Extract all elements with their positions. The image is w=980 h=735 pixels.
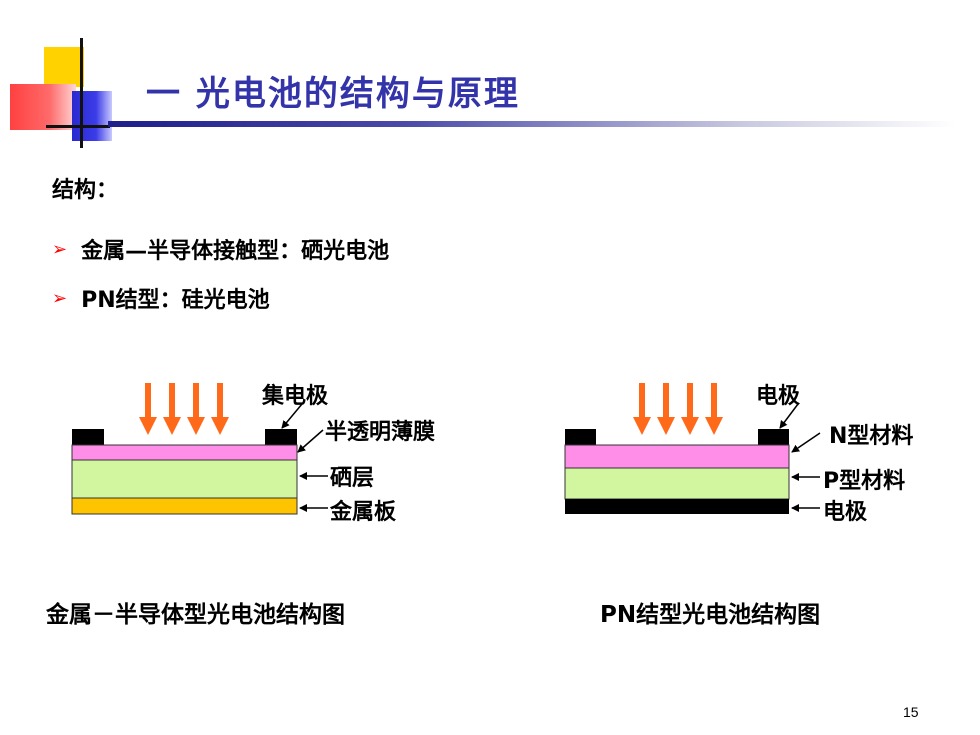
label-n-type-material: N型材料 — [829, 424, 914, 449]
right-electrode — [265, 429, 297, 445]
arrow-bullet-icon: ➢ — [52, 287, 68, 309]
right-diagram-left-electrode — [565, 429, 596, 445]
title-decoration-blue-block — [72, 91, 112, 141]
selenium-layer — [71, 459, 298, 499]
light-arrow-icon — [211, 383, 229, 435]
light-arrow-icon — [681, 383, 699, 435]
light-arrow-icon — [705, 383, 723, 435]
light-arrow-icon — [187, 383, 205, 435]
right-diagram-right-electrode — [758, 429, 789, 445]
label-p-type-material: P型材料 — [823, 469, 906, 494]
p-type-layer — [564, 467, 790, 500]
semi-transparent-film — [71, 444, 298, 461]
label-collector-electrode: 集电极 — [262, 384, 329, 409]
label-metal-plate: 金属板 — [330, 500, 397, 525]
light-arrow-icon — [657, 383, 675, 435]
title-underline — [108, 121, 956, 127]
bullet-text: PN结型：硅光电池 — [81, 288, 270, 313]
caption-left: 金属－半导体型光电池结构图 — [46, 602, 345, 628]
section-label: 结构： — [52, 178, 119, 203]
label-electrode-top: 电极 — [756, 384, 801, 409]
title-decoration-horizontal-line — [46, 125, 110, 128]
bullet-item-2: ➢ PN结型：硅光电池 — [52, 282, 270, 314]
caption-right: PN结型光电池结构图 — [600, 602, 821, 628]
light-arrow-icon — [163, 383, 181, 435]
bullet-item-1: ➢ 金属—半导体接触型：硒光电池 — [52, 233, 389, 265]
title-decoration-yellow-square — [44, 47, 84, 87]
n-type-layer — [564, 444, 790, 469]
page-number: 15 — [903, 704, 919, 720]
metal-plate — [71, 497, 298, 515]
bullet-text: 金属—半导体接触型：硒光电池 — [81, 239, 390, 264]
label-selenium-layer: 硒层 — [330, 466, 375, 491]
title-decoration-red-block — [10, 84, 76, 130]
label-electrode-bottom: 电极 — [823, 500, 868, 525]
label-semi-transparent-film: 半透明薄膜 — [325, 420, 436, 445]
left-electrode — [72, 429, 104, 445]
light-arrows-right — [633, 383, 723, 435]
light-arrow-icon — [139, 383, 157, 435]
light-arrow-icon — [633, 383, 651, 435]
light-arrows-left — [139, 383, 229, 435]
page-title: 一 光电池的结构与原理 — [146, 74, 520, 114]
title-decoration-vertical-line — [80, 38, 83, 148]
arrow-bullet-icon: ➢ — [52, 238, 68, 260]
bottom-electrode — [565, 499, 789, 514]
